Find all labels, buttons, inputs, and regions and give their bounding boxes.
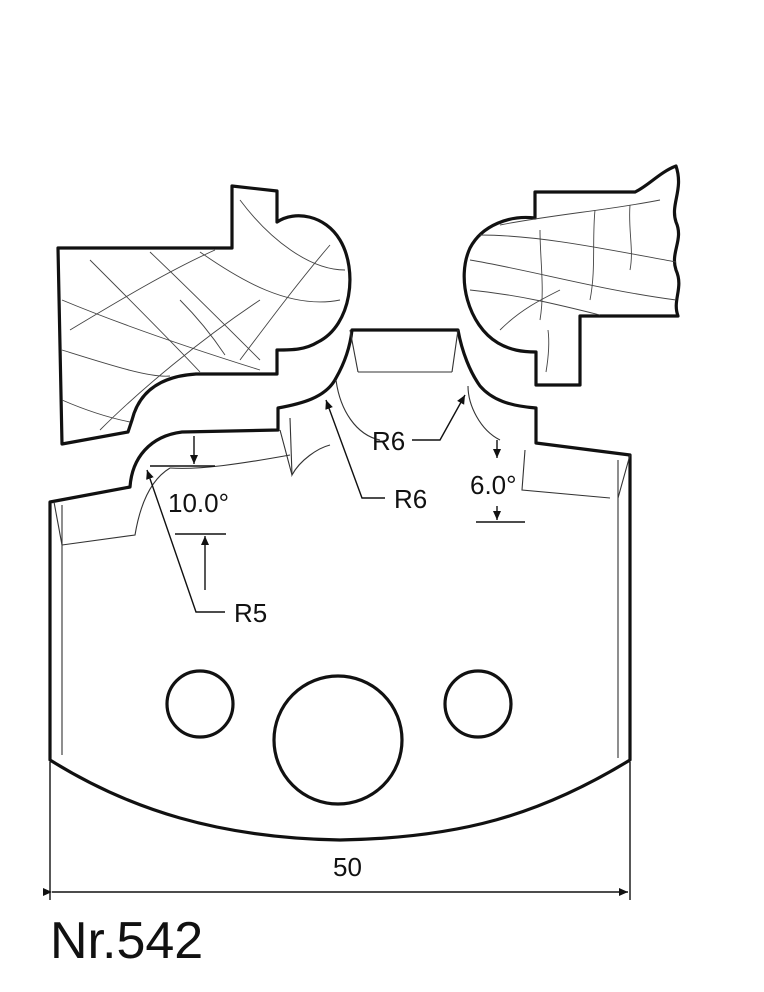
- angle-right-label: 6.0°: [470, 470, 517, 500]
- dimension-lines: [43, 394, 631, 900]
- angle-left-label: 10.0°: [168, 488, 229, 518]
- left-mount-hole: [165, 669, 235, 739]
- radius-r6-lower-label: R6: [394, 484, 427, 514]
- left-workpiece: [56, 184, 352, 446]
- center-mount-hole: [272, 674, 404, 806]
- radius-r5-label: R5: [234, 598, 267, 628]
- model-number: Nr.542: [50, 912, 203, 970]
- width-dimension-label: 50: [333, 852, 362, 882]
- radius-r6-upper-label: R6: [372, 426, 405, 456]
- right-workpiece: [462, 164, 681, 387]
- right-mount-hole: [443, 669, 513, 739]
